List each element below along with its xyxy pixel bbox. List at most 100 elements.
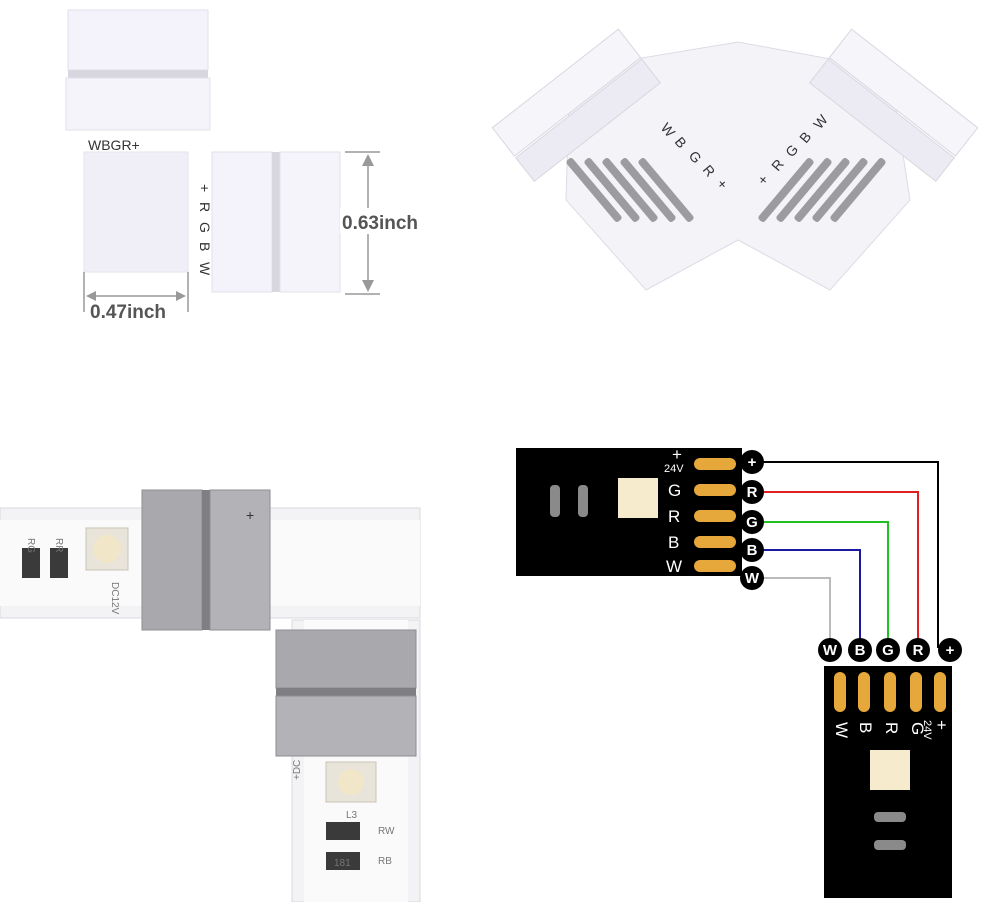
- top-connector-strip: [83, 151, 189, 273]
- bottom-circle-w-label: W: [823, 642, 838, 659]
- height-dimension-label: 0.63inch: [342, 213, 418, 234]
- top-circle-plus-label: +: [748, 454, 757, 471]
- bottom-circle-w: [818, 638, 842, 662]
- l-connector-panel: W B G R + W B G R +: [470, 0, 997, 340]
- top-pad-b: [694, 536, 736, 548]
- l-connector-left-pins: [566, 158, 694, 222]
- top-circle-b: [740, 538, 764, 562]
- side-pin-g: G: [197, 222, 213, 233]
- bottom-pcb-led: [870, 750, 910, 790]
- strip-voltage-top: DC12V: [109, 582, 120, 615]
- side-connector-groove: [272, 152, 282, 292]
- width-dimension: 0.47inch: [83, 272, 189, 323]
- strip-pad-label-bottom2: RW: [378, 826, 395, 837]
- top-pad-r: [694, 510, 736, 522]
- wire-plus: [752, 461, 939, 648]
- top-terminal-circles: + R G B W: [740, 450, 764, 590]
- height-dimension: 0.63inch: [340, 151, 434, 295]
- top-pcb-hole-1: [550, 485, 560, 517]
- bottom-pad-r: [884, 672, 896, 712]
- wire-green: [752, 521, 889, 648]
- strip-pad-label-bottom: RB: [378, 856, 392, 867]
- bottom-pad-plus: [934, 672, 946, 712]
- led-strip-figure: RR RG DC12V + +DC L3 RW RB 181: [0, 489, 421, 902]
- wire-white: [752, 577, 831, 648]
- top-pcb-label-plus: +: [672, 445, 682, 464]
- resistor-4: [326, 852, 360, 870]
- bottom-pcb-hole-2: [874, 840, 906, 850]
- bottom-pcb-label-r: R: [882, 722, 901, 734]
- connector-dimensions-panel: WBGR+ + R G B W 0.63inch: [0, 0, 480, 340]
- top-circle-r-label: R: [747, 484, 758, 501]
- top-circle-plus: [740, 450, 764, 474]
- side-connector-clip: [279, 151, 341, 293]
- wiring-diagram-figure: + 24V G R B W + R G B W W B G: [516, 445, 962, 898]
- l-connector-figure: W B G R + W B G R +: [491, 28, 979, 291]
- led-bottom-lens: [338, 769, 364, 795]
- top-connector-groove: [68, 70, 208, 80]
- top-pcb-label-b: B: [668, 533, 679, 552]
- strip-resistor-value: 181: [334, 858, 351, 869]
- bottom-pcb-label-plus: +: [932, 720, 951, 730]
- strip-led-label: L3: [346, 810, 358, 821]
- bottom-pad-g: [910, 672, 922, 712]
- side-connector-pin-labels: + R G B W: [197, 184, 213, 276]
- side-pin-b: B: [197, 242, 213, 251]
- top-connector-body: [65, 77, 211, 131]
- strip-pad-label-top: RR: [53, 538, 64, 552]
- strip-pad-label-top2: RG: [25, 538, 36, 553]
- width-dimension-label: 0.47inch: [90, 302, 166, 323]
- top-pcb-hole-2: [578, 485, 588, 517]
- bottom-pcb-label-g: G: [908, 722, 927, 735]
- bottom-circle-r: [906, 638, 930, 662]
- top-circle-b-label: B: [747, 542, 758, 559]
- l-connector-left-clip: [491, 28, 661, 183]
- strip-connector-horizontal: +: [141, 489, 271, 631]
- bottom-pad-w: [834, 672, 846, 712]
- l-connector-base: [565, 41, 911, 291]
- top-pcb-label-w: W: [666, 557, 682, 576]
- top-circle-r: [740, 480, 764, 504]
- top-connector-clip: [67, 9, 209, 71]
- side-pin-w: W: [197, 262, 213, 276]
- bottom-circle-g: [876, 638, 900, 662]
- side-pin-plus: +: [197, 184, 213, 192]
- led-strip-panel: RR RG DC12V + +DC L3 RW RB 181: [0, 470, 500, 902]
- resistor-1: [22, 548, 40, 578]
- wires: [752, 461, 939, 648]
- top-circle-g: [740, 510, 764, 534]
- bottom-circle-b: [848, 638, 872, 662]
- bottom-pcb-label-w: W: [832, 722, 851, 738]
- top-pcb-label-g: G: [668, 481, 681, 500]
- strip-connector-plus: +: [246, 507, 254, 523]
- bottom-circle-g-label: G: [882, 642, 894, 659]
- bottom-pcb-label-24v: 24V: [921, 720, 933, 740]
- top-circle-w-label: W: [745, 570, 760, 587]
- l-connector-right-clip: [809, 28, 979, 183]
- top-pad-plus: [694, 458, 736, 470]
- bottom-terminal-circles: W B G R +: [818, 638, 962, 662]
- bottom-pcb-label-b: B: [856, 722, 875, 733]
- top-pcb-label-24v: 24V: [664, 463, 684, 475]
- top-connector-pin-label: WBGR+: [88, 137, 140, 153]
- resistor-3: [326, 822, 360, 840]
- top-circle-g-label: G: [746, 514, 758, 531]
- bottom-pcb-pads: [834, 672, 946, 712]
- top-pad-w: [694, 560, 736, 572]
- top-connector-label-bar: [84, 135, 196, 151]
- wire-blue: [752, 549, 861, 648]
- strip-voltage-bottom: +DC: [292, 760, 303, 780]
- top-pad-g: [694, 484, 736, 496]
- resistor-2: [50, 548, 68, 578]
- top-pcb-led: [618, 478, 658, 518]
- bottom-pad-b: [858, 672, 870, 712]
- strip-connector-vertical: [275, 629, 417, 757]
- top-circle-w: [740, 566, 764, 590]
- wire-red: [752, 491, 919, 648]
- bottom-circle-b-label: B: [855, 642, 866, 659]
- connector-dimensions-figure: WBGR+ + R G B W 0.63inch: [65, 9, 434, 323]
- bottom-circle-plus: [938, 638, 962, 662]
- led-top-lens: [93, 535, 121, 563]
- wiring-diagram-panel: + 24V G R B W + R G B W W B G: [500, 430, 997, 902]
- top-pcb-label-r: R: [668, 507, 680, 526]
